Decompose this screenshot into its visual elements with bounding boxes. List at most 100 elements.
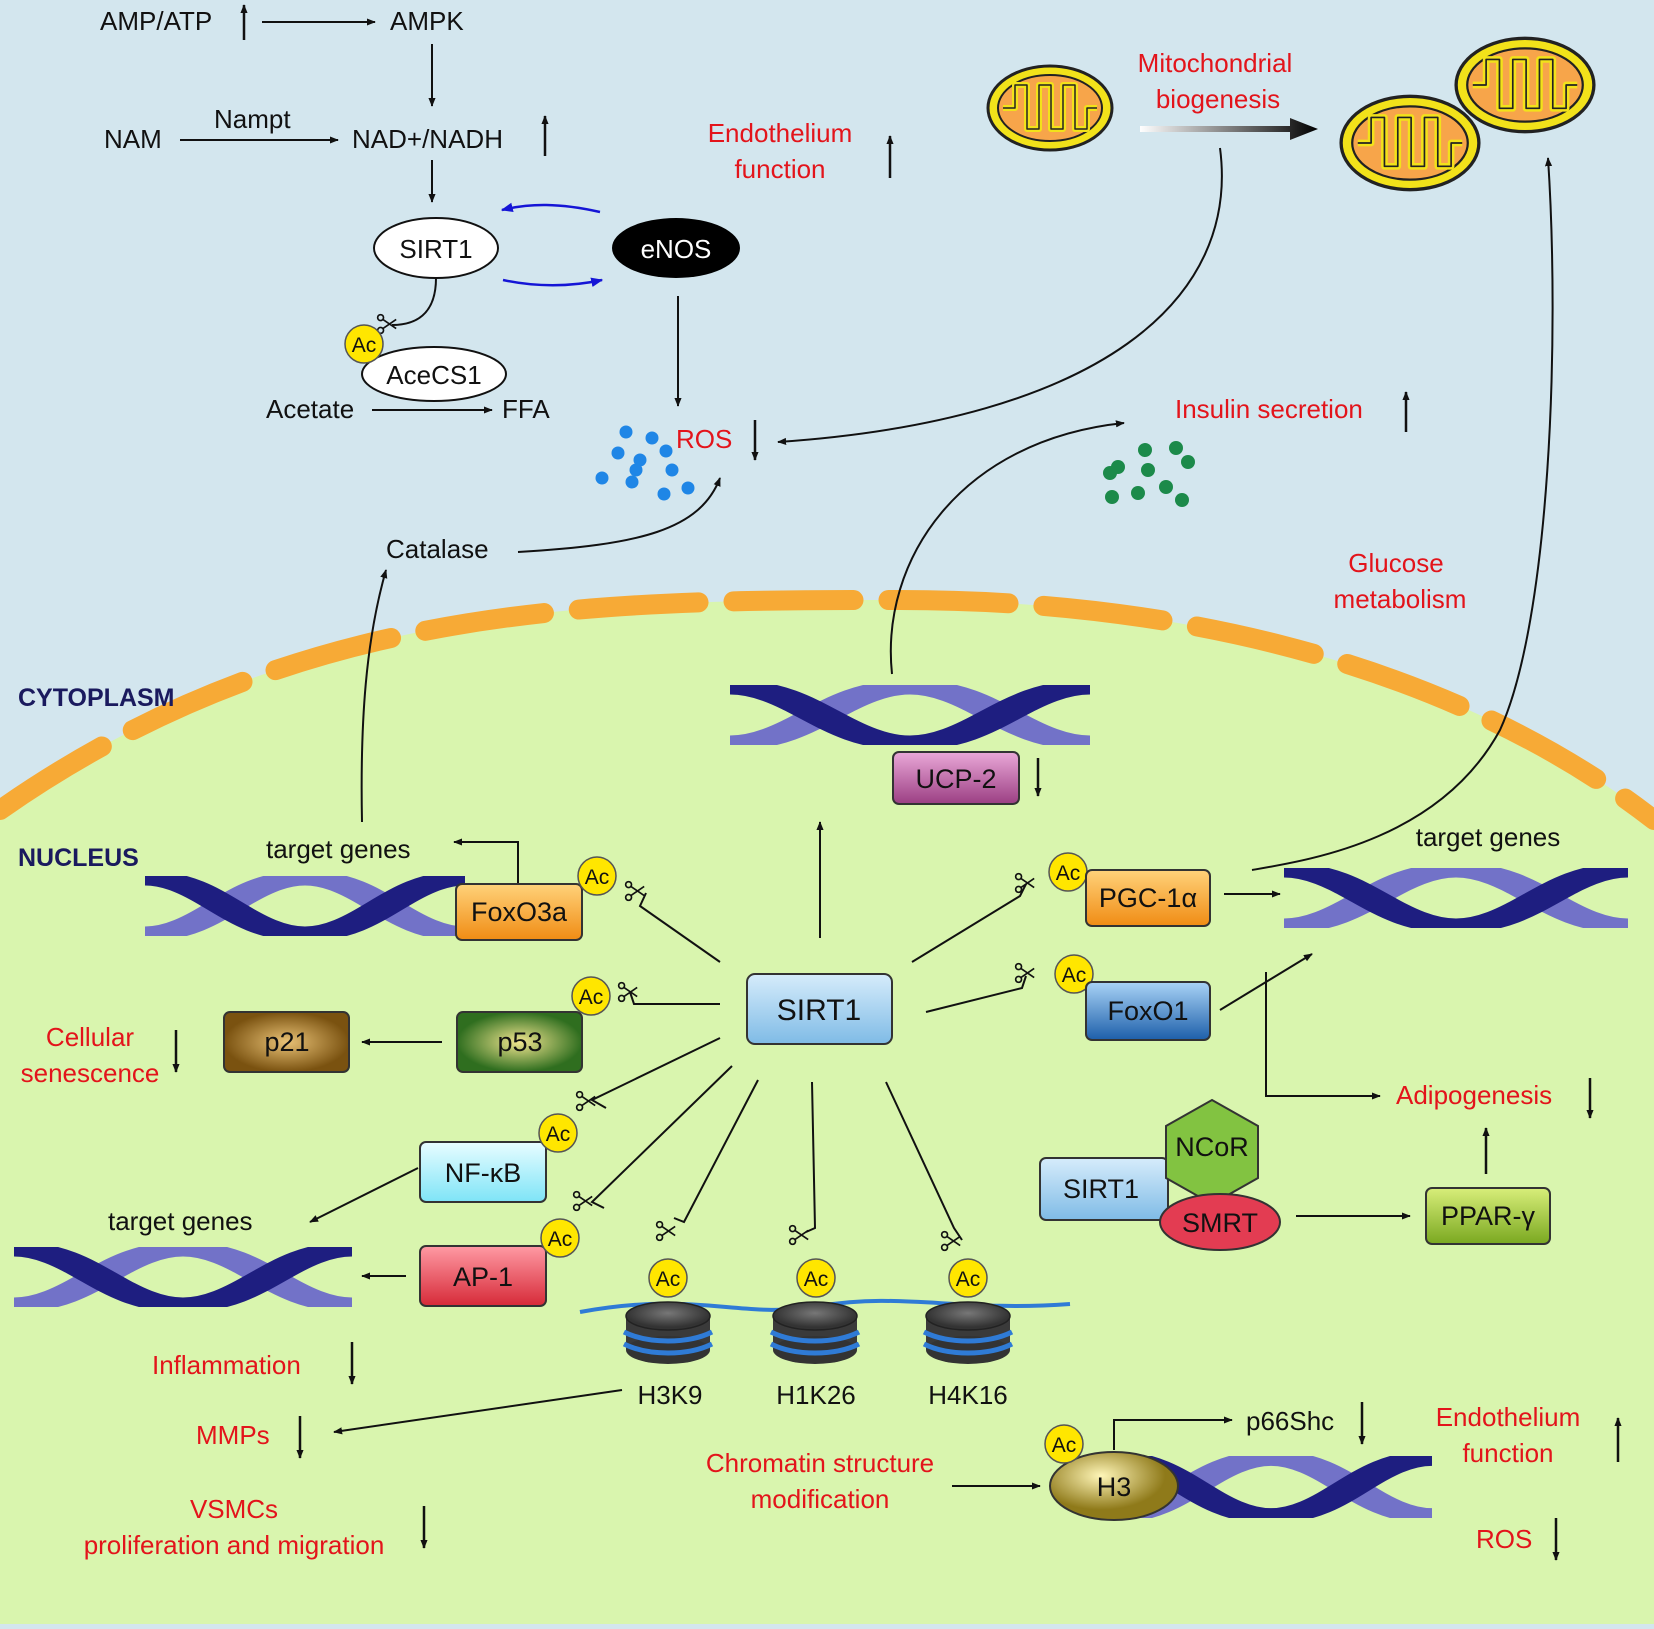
enos-to-sirt1-arrow xyxy=(500,202,601,214)
acecs1-label: AceCS1 xyxy=(386,360,481,390)
sirt1-complex-box: SIRT1 xyxy=(1039,1157,1169,1221)
h3k9-label: H3K9 xyxy=(637,1380,702,1410)
ap1-box: AP-1 xyxy=(419,1245,547,1307)
svg-text:Ac: Ac xyxy=(1056,862,1081,885)
acetyl-badge-icon: Ac xyxy=(796,1258,836,1298)
enos-label: eNOS xyxy=(641,234,712,264)
catalase-label: Catalase xyxy=(386,534,489,564)
sirt1-nfkb-line xyxy=(589,1037,721,1109)
sirt1-cytoplasm-oval: SIRT1 xyxy=(373,217,499,279)
sirt1-ap1-line xyxy=(590,1065,733,1209)
nfkb-target-genes-label: target genes xyxy=(108,1206,253,1236)
h3-to-p66shc-arrow xyxy=(1113,1416,1233,1450)
glucose-effect-line1: Glucose xyxy=(1348,548,1443,578)
senescence-effect-line2: senescence xyxy=(21,1058,160,1088)
h4k16-label: H4K16 xyxy=(928,1380,1008,1410)
acetyl-badge-icon: Ac xyxy=(344,324,384,364)
acetyl-badge-icon: Ac xyxy=(540,1218,580,1258)
mito-effect-line1: Mitochondrial xyxy=(1138,48,1293,78)
sirt1-complex-label: SIRT1 xyxy=(1063,1174,1139,1204)
h3-label: H3 xyxy=(1097,1472,1132,1502)
nad-nadh-label: NAD+/NADH xyxy=(352,124,503,154)
acetyl-badge-icon: Ac xyxy=(538,1113,578,1153)
nampt-label: Nampt xyxy=(214,104,291,134)
sirt1-p53-line xyxy=(629,991,720,1005)
p66shc-label: p66Shc xyxy=(1246,1406,1334,1436)
ucp2-box: UCP-2 xyxy=(892,751,1020,805)
svg-text:Ac: Ac xyxy=(1052,1434,1077,1457)
acetyl-badge-icon: Ac xyxy=(648,1258,688,1298)
ncor-label: NCoR xyxy=(1175,1132,1249,1162)
pgc1a-to-mito-arrow xyxy=(1251,157,1554,871)
senescence-effect-line1: Cellular xyxy=(46,1022,134,1052)
svg-text:Ac: Ac xyxy=(1062,964,1087,987)
acetyl-badge-icon: Ac xyxy=(1044,1424,1084,1464)
sirt1-to-enos-arrow xyxy=(502,277,604,287)
ucp2-label: UCP-2 xyxy=(915,764,996,794)
enos-oval: eNOS xyxy=(612,218,740,278)
foxo3a-label: FoxO3a xyxy=(471,897,568,927)
svg-text:Ac: Ac xyxy=(804,1268,829,1291)
inflammation-effect: Inflammation xyxy=(152,1350,301,1380)
svg-text:Ac: Ac xyxy=(546,1123,571,1146)
p21-label: p21 xyxy=(264,1027,309,1057)
nfkb-box: NF-κB xyxy=(419,1141,547,1203)
p21-box: p21 xyxy=(223,1011,350,1073)
sirt1-pgc1a-line xyxy=(911,883,1027,963)
endothelium2-effect-line1: Endothelium xyxy=(1436,1402,1581,1432)
acecs1-oval: AceCS1 xyxy=(361,346,507,402)
ucp2-to-insulin-arrow xyxy=(889,420,1125,675)
nam-label: NAM xyxy=(104,124,162,154)
mitochondrion-icon-2 xyxy=(1341,96,1479,189)
ppar-label: PPAR-γ xyxy=(1441,1201,1536,1231)
ampk-label: AMPK xyxy=(390,6,464,36)
chromatin-effect-line1: Chromatin structure xyxy=(706,1448,934,1478)
svg-text:Ac: Ac xyxy=(956,1268,981,1291)
ros-effect: ROS xyxy=(676,424,732,454)
adipogenesis-effect: Adipogenesis xyxy=(1396,1080,1552,1110)
cytoplasm-label: CYTOPLASM xyxy=(18,684,175,712)
foxo3a-target-genes-label: target genes xyxy=(266,834,411,864)
svg-text:Ac: Ac xyxy=(352,334,377,357)
nfkb-to-genes-arrow xyxy=(309,1167,419,1223)
nucleus-label: NUCLEUS xyxy=(18,844,139,872)
amp-atp-label: AMP/ATP xyxy=(100,6,212,36)
acetyl-badge-icon: Ac xyxy=(571,976,611,1016)
nfkb-label: NF-κB xyxy=(445,1158,522,1188)
acetate-label: Acetate xyxy=(266,394,354,424)
nucleosome-icon xyxy=(924,1302,1012,1364)
sirt1-deacetylation-line xyxy=(391,277,437,326)
nucleosome-icon xyxy=(624,1302,712,1364)
ros2-effect: ROS xyxy=(1476,1524,1532,1554)
acetyl-badge-icon: Ac xyxy=(1048,852,1088,892)
sirt1-h3k9-line xyxy=(673,1079,759,1224)
svg-text:Ac: Ac xyxy=(585,866,610,889)
ppar-box: PPAR-γ xyxy=(1425,1187,1551,1245)
ros-dots xyxy=(595,425,695,501)
mitochondrion-icon xyxy=(988,66,1112,150)
mito-effect-line2: biogenesis xyxy=(1156,84,1280,114)
foxo3a-to-catalase-arrow xyxy=(360,569,388,823)
endothelium2-effect-line2: function xyxy=(1462,1438,1553,1468)
smrt-oval: SMRT xyxy=(1159,1193,1281,1251)
pgc1a-box: PGC-1α xyxy=(1085,869,1211,927)
ffa-label: FFA xyxy=(502,394,550,424)
sirt1-cyto-label: SIRT1 xyxy=(399,234,472,264)
sirt1-nucleus-box: SIRT1 xyxy=(746,973,893,1045)
mito-to-ros-arrow xyxy=(777,147,1223,446)
foxo3a-box: FoxO3a xyxy=(455,883,583,941)
nucleus-background xyxy=(0,600,1654,1624)
acetyl-badge-icon: Ac xyxy=(577,856,617,896)
insulin-effect: Insulin secretion xyxy=(1175,394,1363,424)
nuclear-membrane xyxy=(0,589,1654,830)
vsmc-effect-line1: VSMCs xyxy=(190,1494,278,1524)
ap1-label: AP-1 xyxy=(453,1262,513,1292)
svg-text:Ac: Ac xyxy=(656,1268,681,1291)
insulin-dots xyxy=(1103,441,1195,507)
p53-box: p53 xyxy=(456,1011,583,1073)
mmps-effect: MMPs xyxy=(196,1420,270,1450)
foxo1-to-adipogenesis-arrow xyxy=(1265,972,1381,1100)
mito-biogenesis-arrow xyxy=(1140,118,1318,140)
